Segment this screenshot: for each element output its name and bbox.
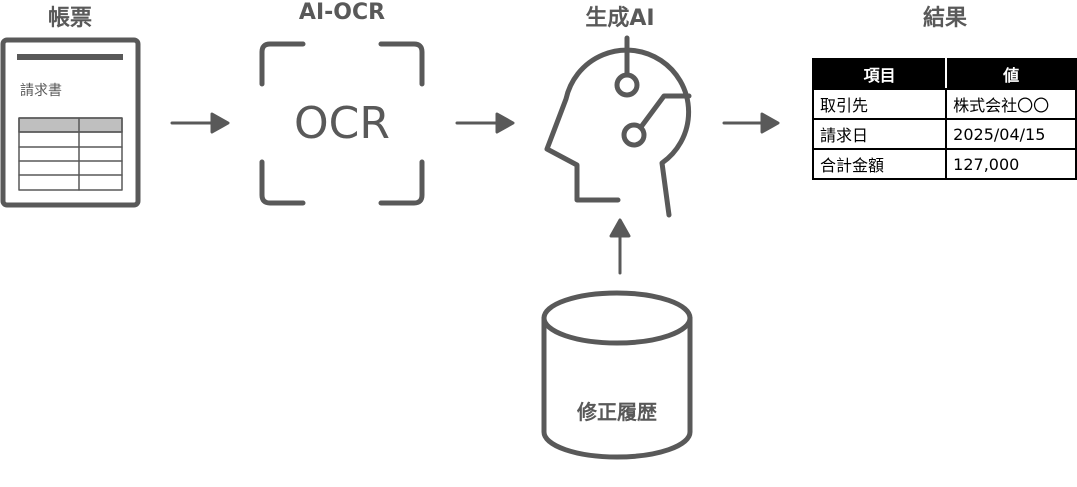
table-cell: 請求日 xyxy=(811,118,948,150)
table-cell: 127,000 xyxy=(945,148,1077,180)
column-header: 値 xyxy=(945,58,1077,90)
table-cell: 株式会社〇〇 xyxy=(945,88,1077,120)
database-label: 修正履歴 xyxy=(577,400,657,424)
table-row: 請求日 2025/04/15 xyxy=(811,118,1077,150)
result-table: 項目 値 取引先 株式会社〇〇 請求日 2025/04/15 合計金額 127,… xyxy=(811,58,1077,180)
database-icon xyxy=(541,290,693,460)
arrow-right-icon xyxy=(722,112,780,134)
ocr-scan-frame-icon xyxy=(259,41,425,206)
table-row: 取引先 株式会社〇〇 xyxy=(811,88,1077,120)
table-cell: 2025/04/15 xyxy=(945,118,1077,150)
ocr-text: OCR xyxy=(294,98,390,149)
stage-title-genai: 生成AI xyxy=(585,6,655,31)
table-cell: 合計金額 xyxy=(811,148,948,180)
table-cell: 取引先 xyxy=(811,88,948,120)
column-header: 項目 xyxy=(811,58,948,90)
document-icon xyxy=(0,37,141,208)
document-label: 請求書 xyxy=(20,83,62,99)
stage-title-form: 帳票 xyxy=(47,6,93,31)
table-row: 合計金額 127,000 xyxy=(811,148,1077,180)
ai-head-icon xyxy=(544,35,692,218)
arrow-right-icon xyxy=(170,112,230,134)
arrow-right-icon xyxy=(455,112,515,134)
arrow-up-icon xyxy=(609,218,631,275)
table-header-row: 項目 値 xyxy=(811,58,1077,90)
stage-title-ocr: AI-OCR xyxy=(298,0,386,25)
stage-title-result: 結果 xyxy=(922,6,968,31)
